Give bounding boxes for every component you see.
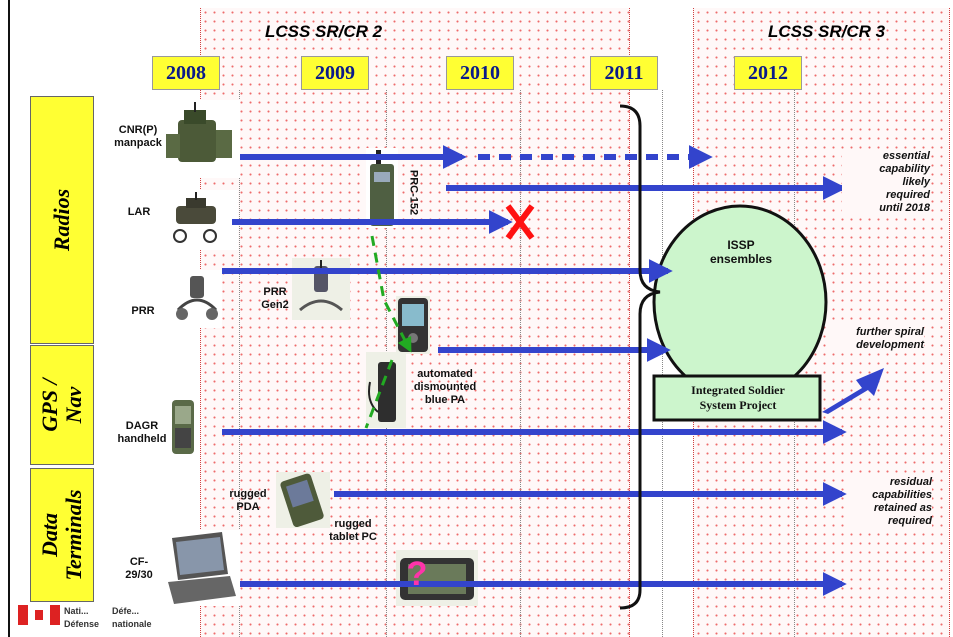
tablet-icon [400, 558, 474, 600]
green-transition-arrow [370, 235, 412, 353]
rugged-pda-photo [276, 472, 330, 528]
note-essential-line: likely [902, 176, 930, 188]
cf-label-line2: 29/30 [125, 569, 153, 581]
note-residual-line: residual [889, 476, 932, 488]
issp-ellipse [652, 204, 828, 400]
tablet-label-line2: tablet PC [329, 531, 377, 543]
lar-photo [160, 190, 238, 250]
dagr-label-line1: DAGR [125, 420, 159, 432]
note-residual: residual capabilities retained as requir… [850, 476, 932, 528]
question-mark: ? [406, 555, 428, 593]
manpack-radio-icon [166, 102, 232, 162]
issp-label-line2: ensembles [709, 252, 773, 266]
note-further-line: development [856, 339, 924, 351]
tablet-label-line1: rugged [334, 518, 372, 530]
prr-label: PRR [131, 305, 155, 317]
note-essential: essential capability likely required unt… [842, 150, 930, 215]
year-guide-line [520, 90, 521, 637]
note-residual-line: retained as [873, 502, 932, 514]
prr-gen2-line2: Gen2 [261, 299, 289, 311]
green-dashed-line-lower [364, 359, 394, 429]
headset-icon [176, 276, 218, 320]
cf-laptop-photo [160, 530, 240, 606]
auto-pa-radio-photo [366, 352, 406, 428]
auto-pa-line2: dismounted [413, 381, 477, 393]
vehicle-radio-icon [173, 192, 217, 243]
note-residual-line: capabilities [872, 489, 932, 501]
note-essential-line: required [885, 189, 930, 201]
cf-label: CF-29/30 [118, 556, 160, 582]
year-2009: 2009 [301, 56, 369, 90]
year-2011: 2011 [590, 56, 658, 90]
footer-word-3: Défense [64, 619, 100, 629]
auto-pa-line1: automated [417, 368, 473, 380]
footer-word-1: Nati... [64, 606, 89, 616]
auto-pa-line3: blue PA [424, 394, 466, 406]
note-further-line: further spiral [856, 326, 924, 338]
issp-box-line2: System Project [699, 398, 777, 412]
note-essential-line: essential [882, 150, 930, 162]
rugged-pda-icon [280, 473, 324, 528]
cnr-label-line1: CNR(P) [118, 124, 158, 136]
note-residual-line: required [887, 515, 932, 527]
cnr-label-line2: manpack [114, 137, 162, 149]
issp-box-line1: Integrated Soldier [691, 383, 785, 397]
lar-label: LAR [127, 206, 151, 218]
category-radios: Radios [30, 96, 94, 344]
issp-box [652, 374, 822, 422]
year-2008: 2008 [152, 56, 220, 90]
pda-label-line1: rugged [229, 488, 267, 500]
note-essential-line: until 2018 [879, 202, 930, 214]
radio-with-cable-icon [368, 362, 396, 422]
year-2012: 2012 [734, 56, 802, 90]
prr-gen2-line1: PRR [263, 286, 287, 298]
prc152-label: PRC-152 [407, 169, 420, 216]
issp-label-line1: ISSP [727, 238, 755, 252]
year-guide-line [662, 90, 663, 637]
category-gps-nav: GPS /Nav [30, 345, 94, 465]
cnr-manpack-photo [160, 100, 240, 178]
dagr-photo [170, 398, 196, 456]
band-title-sr-cr2: LCSS SR/CR 2 [265, 22, 383, 41]
year-2010: 2010 [446, 56, 514, 90]
year-guide-line [239, 90, 240, 637]
pda-label-line2: PDA [236, 501, 260, 513]
footer-wordmark: Nati... Défe... Défense nationale [64, 604, 194, 634]
prr-photo [172, 270, 222, 328]
footer-word-4: nationale [112, 619, 152, 629]
laptop-icon [168, 532, 236, 604]
spiral-development-arrow [822, 368, 884, 414]
cf-label-line1: CF- [129, 556, 149, 568]
tablet-pc-photo [396, 550, 478, 606]
gps-handheld-icon [172, 400, 194, 454]
note-further: further spiral development [830, 326, 924, 352]
curly-brace [619, 104, 661, 610]
cancel-cross-icon [505, 204, 535, 240]
dagr-label-line2: handheld [117, 433, 167, 445]
note-essential-line: capability [879, 163, 930, 175]
band-title-sr-cr3: LCSS SR/CR 3 [768, 22, 886, 41]
left-edge-line [8, 0, 10, 637]
footer-word-2: Défe... [112, 606, 140, 616]
cnr-label: CNR(P)manpack [112, 124, 164, 150]
prc152-photo [366, 148, 398, 228]
